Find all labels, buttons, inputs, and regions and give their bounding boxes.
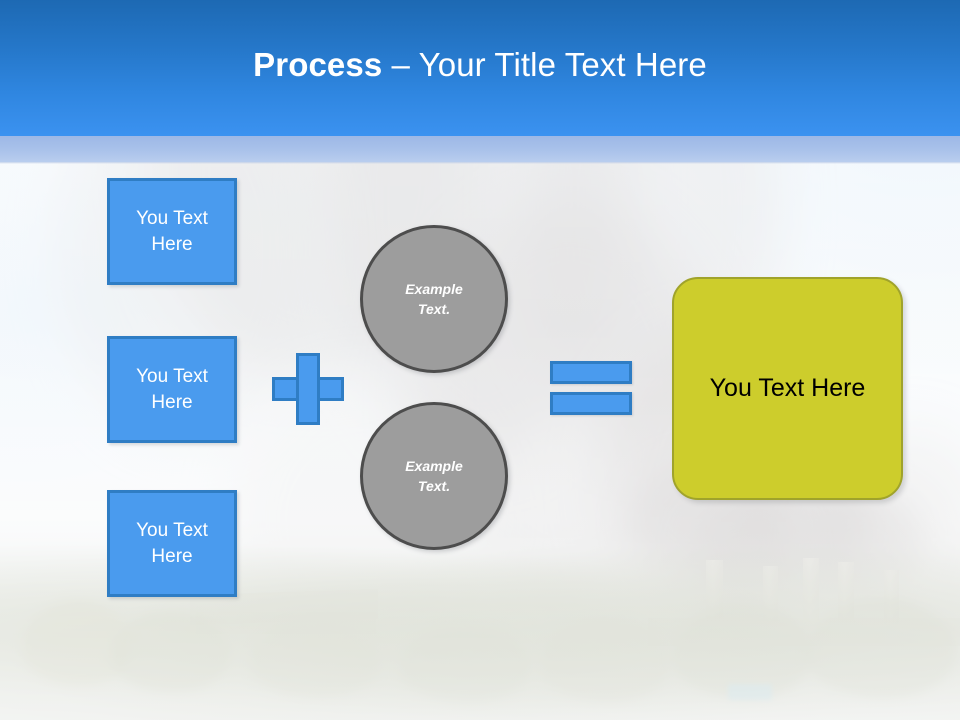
result-box-label: You Text Here xyxy=(709,374,866,402)
input-box-1-text: You Text Here xyxy=(136,206,208,257)
input-box-1[interactable]: You Text Here xyxy=(107,178,237,285)
equals-icon-top-bar xyxy=(550,361,632,384)
page-title: Process – Your Title Text Here xyxy=(0,46,960,84)
page-title-rest: – Your Title Text Here xyxy=(382,46,707,83)
slide-header: Process – Your Title Text Here xyxy=(0,0,960,136)
result-box[interactable]: You Text Here xyxy=(672,277,903,500)
example-circle-1-text: Example Text. xyxy=(405,279,463,320)
input-box-2-line1: You Text xyxy=(136,365,208,387)
equals-icon xyxy=(550,361,632,417)
example-circle-2-text: Example Text. xyxy=(405,456,463,497)
input-box-2-line2: Here xyxy=(151,391,193,413)
example-circle-2[interactable]: Example Text. xyxy=(360,402,508,550)
equals-icon-bottom-bar xyxy=(550,392,632,415)
example-circle-1-line1: Example xyxy=(405,280,463,297)
input-box-3-line2: Here xyxy=(151,545,193,567)
header-accent-band xyxy=(0,136,960,162)
example-circle-2-line2: Text. xyxy=(417,478,451,494)
plus-icon-center-patch xyxy=(299,380,317,398)
input-box-3-line1: You Text xyxy=(136,519,208,541)
header-accent-band-edge xyxy=(0,162,960,164)
input-box-3-text: You Text Here xyxy=(136,518,208,569)
input-box-2-text: You Text Here xyxy=(136,364,208,415)
input-box-3[interactable]: You Text Here xyxy=(107,490,237,597)
input-box-1-line2: Here xyxy=(151,233,193,255)
page-title-bold: Process xyxy=(253,46,383,83)
example-circle-1-line2: Text. xyxy=(417,301,451,317)
input-box-2[interactable]: You Text Here xyxy=(107,336,237,443)
example-circle-1[interactable]: Example Text. xyxy=(360,225,508,373)
input-box-1-line1: You Text xyxy=(136,207,208,229)
plus-icon xyxy=(272,353,344,425)
example-circle-2-line1: Example xyxy=(405,457,463,474)
